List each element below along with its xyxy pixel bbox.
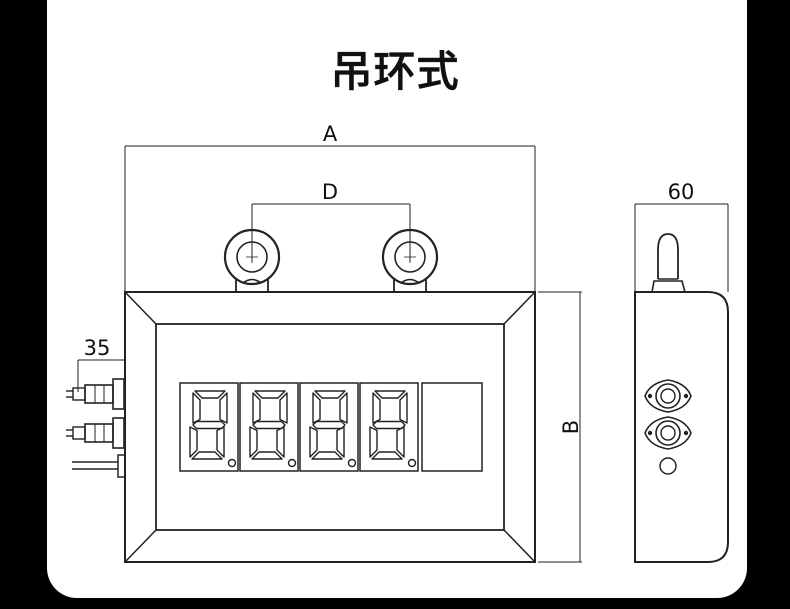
page-title: 吊环式 (330, 47, 460, 96)
dimension-35: 35 (77, 336, 124, 392)
segment-6 (252, 392, 261, 424)
dimension-b-label: B (559, 420, 583, 434)
decimal-point (347, 458, 357, 468)
dimension-b: B (538, 291, 583, 563)
decimal-point (287, 458, 297, 468)
connector-bottom (66, 417, 125, 449)
dimension-a-label: A (323, 122, 338, 146)
digit-2 (239, 382, 299, 472)
side-connector-bottom (644, 416, 692, 450)
segment-5 (189, 426, 198, 458)
segment-2 (279, 392, 288, 424)
segment-7 (372, 420, 406, 430)
segment-6 (372, 392, 381, 424)
dimension-60: 60 (634, 180, 729, 292)
decimal-point (407, 458, 417, 468)
side-view (634, 233, 729, 563)
side-cable-gland (659, 457, 677, 475)
segment-6 (312, 392, 321, 424)
segment-7 (312, 420, 346, 430)
hanging-ring-left (223, 228, 281, 292)
blank-window (421, 382, 483, 472)
dimension-35-label: 35 (84, 336, 111, 360)
segment-5 (249, 426, 258, 458)
dimension-d-label: D (322, 180, 338, 204)
dimension-d: D (251, 180, 411, 262)
segment-2 (399, 392, 408, 424)
segment-1 (254, 390, 286, 399)
segment-2 (339, 392, 348, 424)
hanging-ring-right (381, 228, 439, 292)
power-cable (72, 454, 126, 478)
segment-4 (371, 451, 403, 460)
segment-3 (396, 426, 405, 458)
digit-display (179, 382, 419, 472)
front-view (124, 291, 536, 563)
decimal-point (227, 458, 237, 468)
diagram-card (47, 0, 747, 598)
dimension-a: A (124, 122, 536, 292)
segment-7 (252, 420, 286, 430)
segment-4 (251, 451, 283, 460)
digit-4 (359, 382, 419, 472)
segment-1 (374, 390, 406, 399)
segment-5 (309, 426, 318, 458)
connector-top (66, 378, 125, 410)
segment-5 (369, 426, 378, 458)
segment-3 (216, 426, 225, 458)
digit-1 (179, 382, 239, 472)
segment-2 (219, 392, 228, 424)
segment-3 (276, 426, 285, 458)
segment-4 (191, 451, 223, 460)
side-connector-top (644, 379, 692, 413)
dimension-60-label: 60 (668, 180, 695, 204)
segment-4 (311, 451, 343, 460)
digit-3 (299, 382, 359, 472)
segment-7 (192, 420, 226, 430)
segment-1 (194, 390, 226, 399)
segment-1 (314, 390, 346, 399)
segment-6 (192, 392, 201, 424)
segment-3 (336, 426, 345, 458)
